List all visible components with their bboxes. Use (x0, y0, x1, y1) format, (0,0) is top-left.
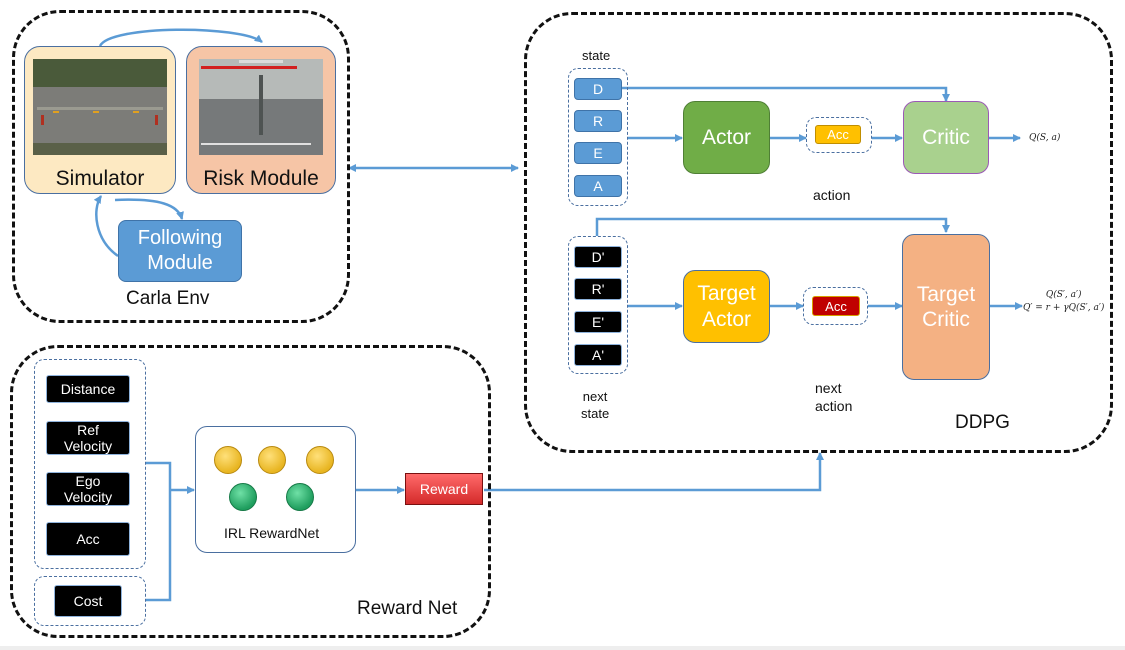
risk-module-label: Risk Module (203, 167, 319, 190)
next-action-label: next action (815, 379, 852, 415)
state-item[interactable]: A (574, 175, 622, 197)
next-state-item[interactable]: R' (574, 278, 622, 300)
node-yellow (214, 446, 242, 474)
cost-container (34, 576, 146, 626)
bottom-border (0, 646, 1125, 650)
following-module-box[interactable]: Following Module (118, 220, 242, 282)
target-q-line2: Q′ = r + γQ(S′, a′) (1023, 303, 1105, 313)
next-state-item[interactable]: A' (574, 344, 622, 366)
target-actor-line1: Target (697, 282, 756, 306)
feature-distance-box[interactable]: Distance (46, 375, 130, 403)
feature-acc-box[interactable]: Acc (46, 522, 130, 556)
cost-box[interactable]: Cost (54, 585, 122, 617)
state-to-critic-arrow (622, 86, 950, 102)
sim-to-risk-arrow (98, 28, 263, 47)
feature-line1: Ref (77, 421, 99, 438)
feature-line1: Acc (76, 530, 100, 547)
node-green (286, 483, 314, 511)
target-critic-line2: Critic (922, 308, 970, 331)
target-actor-line2: Actor (701, 307, 751, 331)
state-item[interactable]: R (574, 110, 622, 132)
action-label: action (813, 187, 851, 203)
action-container (806, 117, 872, 153)
simulator-label: Simulator (55, 167, 145, 190)
features-container (34, 359, 146, 569)
node-yellow (306, 446, 334, 474)
next-state-label-line1: next (582, 389, 608, 404)
feature-line2: Velocity (63, 438, 113, 454)
next-state-label-line2: state (581, 406, 610, 421)
reward-to-ddpg-arrow (484, 452, 824, 492)
next-state-item[interactable]: E' (574, 311, 622, 333)
next-state-to-target-critic-arrow (595, 217, 950, 236)
reward-net-label: Reward Net (357, 598, 458, 619)
target-q-line1: Q(S′, a′) (1045, 290, 1082, 300)
feature-line2: Velocity (63, 489, 113, 505)
feature-line1: Ego (75, 472, 101, 489)
carla-env-group (12, 10, 350, 323)
features-merge-line (146, 461, 172, 602)
state-container (568, 68, 628, 206)
simulator-panel[interactable]: Simulator (24, 46, 176, 194)
node-yellow (258, 446, 286, 474)
ddpg-group (524, 12, 1113, 453)
sim-to-following-arrow (114, 198, 184, 220)
state-item[interactable]: E (574, 142, 622, 164)
next-action-acc-box[interactable]: Acc (812, 296, 860, 316)
following-module-line1: Following (137, 227, 223, 249)
next-state-container (568, 236, 628, 374)
reward-net-group (10, 345, 491, 638)
next-action-label-line2: action (815, 398, 853, 414)
next-state-label: next state (581, 388, 609, 422)
risk-module-panel[interactable]: Risk Module (186, 46, 336, 194)
feature-line1: Distance (60, 380, 116, 397)
carla-env-label: Carla Env (126, 288, 210, 309)
state-item[interactable]: D (574, 78, 622, 100)
next-state-item[interactable]: D' (574, 246, 622, 268)
irl-label: IRL RewardNet (224, 525, 320, 541)
q-output-label: Q(S, a) (1029, 133, 1061, 143)
feature-ref-velocity-box[interactable]: Ref Velocity (46, 421, 130, 455)
next-action-container (803, 287, 868, 325)
actor-box[interactable]: Actor (683, 101, 770, 174)
feature-ego-velocity-box[interactable]: Ego Velocity (46, 472, 130, 506)
following-to-sim-arrow (93, 195, 119, 258)
target-q-label: Q(S′, a′) Q′ = r + γQ(S′, a′) (1023, 289, 1104, 315)
reward-box[interactable]: Reward (405, 473, 483, 505)
ddpg-label: DDPG (955, 412, 1010, 433)
target-critic-line1: Target (916, 282, 976, 306)
following-module-line2: Module (147, 252, 213, 274)
state-label: state (582, 48, 611, 63)
next-action-label-line1: next (815, 380, 842, 396)
node-green (229, 483, 257, 511)
action-acc-box[interactable]: Acc (815, 125, 861, 144)
critic-box[interactable]: Critic (903, 101, 989, 174)
simulator-screenshot-image (33, 59, 167, 155)
risk-screenshot-image (199, 59, 323, 155)
